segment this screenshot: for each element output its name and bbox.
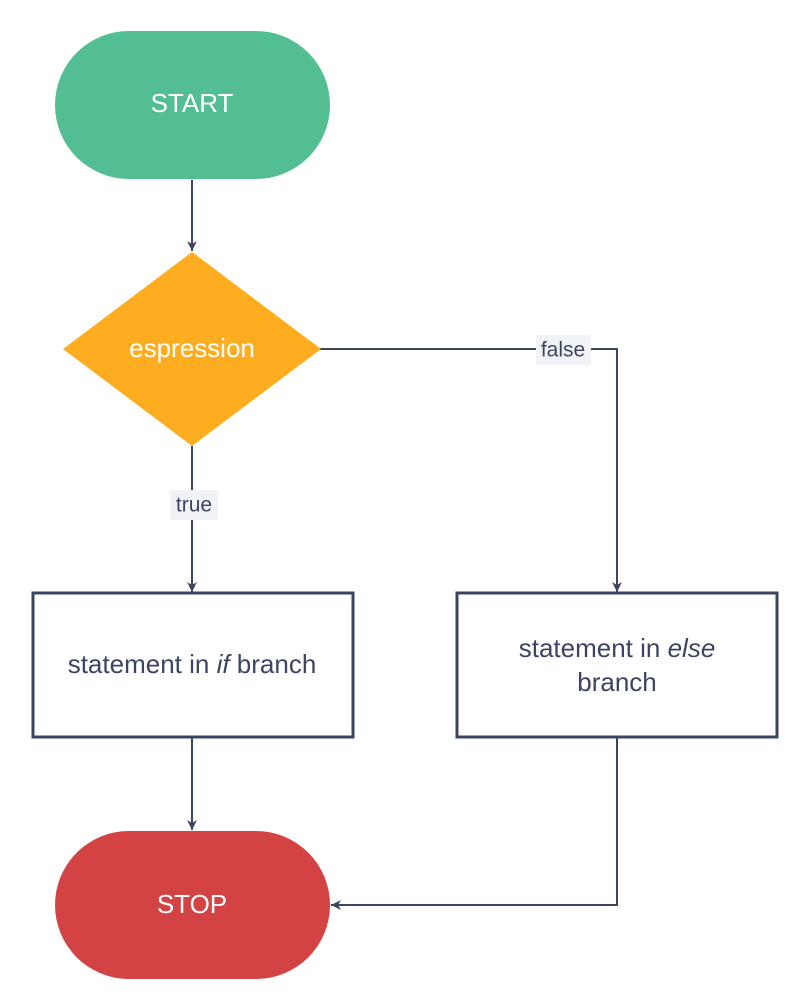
- else-branch-text-before: statement in: [519, 633, 668, 663]
- start-terminal-shape: [55, 31, 330, 179]
- if-branch-label: statement in if branch: [68, 649, 317, 679]
- else-branch-label-line1: statement in else: [519, 633, 716, 663]
- edge-else-box-to-stop: [331, 738, 618, 910]
- edge-label-false: false: [536, 335, 591, 365]
- stop-terminal-shape: [55, 831, 330, 979]
- if-branch-box: [31, 591, 355, 739]
- edge-label-false-background: [536, 335, 591, 365]
- edge-label-true-background: [170, 490, 218, 520]
- if-branch-text-after: branch: [230, 649, 317, 679]
- start-node: START: [55, 31, 330, 179]
- else-branch-label-line2: branch: [577, 667, 657, 697]
- edge-label-true-text: true: [176, 494, 212, 517]
- edge-label-true: true: [170, 490, 218, 520]
- decision-diamond-shape: [63, 252, 321, 446]
- decision-node: espression: [63, 252, 321, 446]
- else-branch-keyword: else: [668, 633, 716, 663]
- if-branch-node: statement in if branch: [31, 591, 355, 739]
- else-branch-box: [455, 591, 779, 739]
- edge-decision-false-to-else-box: [320, 348, 622, 592]
- stop-label: STOP: [157, 889, 227, 919]
- stop-node: STOP: [55, 831, 330, 979]
- edge-label-false-text: false: [541, 339, 585, 362]
- else-branch-node: statement in else branch: [455, 591, 779, 739]
- edges: [187, 180, 622, 910]
- start-label: START: [151, 88, 234, 118]
- if-branch-keyword: if: [217, 649, 233, 679]
- if-branch-text-before: statement in: [68, 649, 217, 679]
- decision-label: espression: [129, 333, 255, 363]
